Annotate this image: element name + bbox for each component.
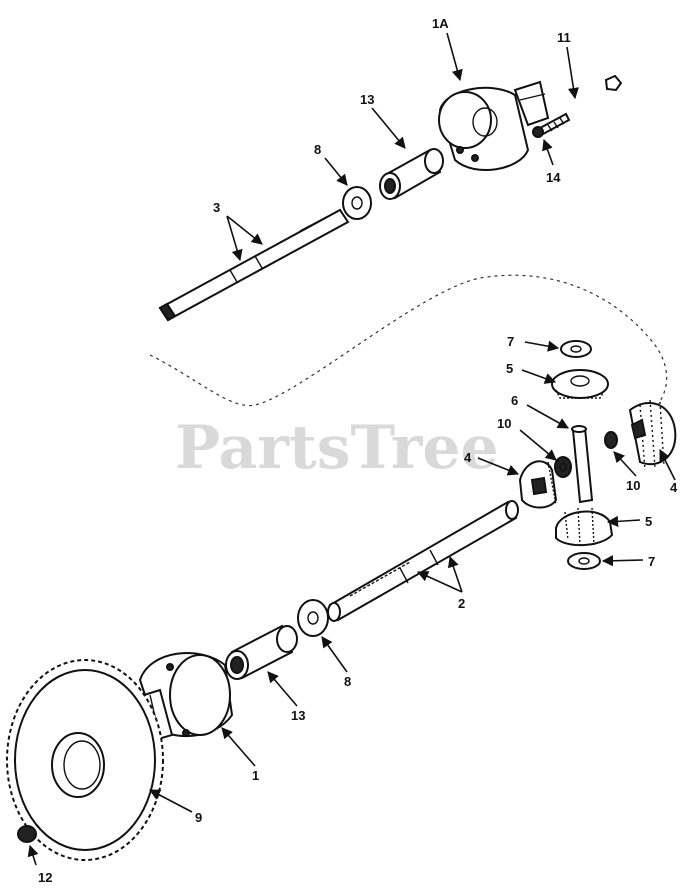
- callout-8-bottom: 8: [344, 674, 351, 689]
- part-5-bevel-gear-top: [551, 369, 609, 399]
- part-14-bolt: [532, 112, 571, 138]
- leader-lines: [27, 32, 676, 866]
- callout-1a: 1A: [432, 16, 449, 31]
- callout-7-top: 7: [507, 334, 514, 349]
- part-4-side-gear-left: [518, 460, 558, 509]
- callout-7-bottom: 7: [648, 554, 655, 569]
- part-12-nut: [17, 825, 37, 843]
- part-small-nut: [604, 74, 623, 92]
- part-9-sprocket: [6, 659, 164, 861]
- part-2-axle-lower: [327, 500, 519, 622]
- callout-3: 3: [213, 200, 220, 215]
- callout-1: 1: [252, 768, 259, 783]
- callout-4-right: 4: [670, 480, 678, 495]
- part-10-spacer-left: [554, 456, 572, 478]
- assembly-boundary-line: [149, 274, 668, 421]
- watermark-text: PartsTree: [175, 413, 499, 483]
- part-13-bushing-bottom: [225, 624, 298, 680]
- part-8-washer-upper: [342, 186, 372, 220]
- callout-14: 14: [546, 170, 561, 185]
- part-4-side-gear-right: [628, 399, 677, 471]
- callout-6: 6: [511, 393, 518, 408]
- part-7-washer-bottom: [567, 552, 601, 570]
- part-10-spacer-right: [604, 431, 618, 449]
- callout-12: 12: [38, 870, 52, 885]
- callout-13-top: 13: [360, 92, 374, 107]
- callout-2: 2: [458, 596, 465, 611]
- callout-9: 9: [195, 810, 202, 825]
- callout-8-top: 8: [314, 142, 321, 157]
- part-7-washer-top: [560, 340, 592, 358]
- part-3-axle-upper: [158, 208, 350, 322]
- callout-13-bottom: 13: [291, 708, 305, 723]
- callout-10-left: 10: [497, 416, 511, 431]
- part-1a-differential-housing: [438, 80, 550, 172]
- part-6-cross-pin: [571, 425, 594, 504]
- part-13-bushing-upper: [379, 148, 444, 200]
- part-8-washer-bottom: [297, 599, 329, 637]
- part-5-bevel-gear-bottom: [555, 507, 614, 547]
- callout-5-top: 5: [506, 361, 513, 376]
- callout-11: 11: [557, 30, 571, 45]
- callout-5-bottom: 5: [645, 514, 652, 529]
- callout-4-left: 4: [464, 450, 472, 465]
- callout-10-right: 10: [626, 478, 640, 493]
